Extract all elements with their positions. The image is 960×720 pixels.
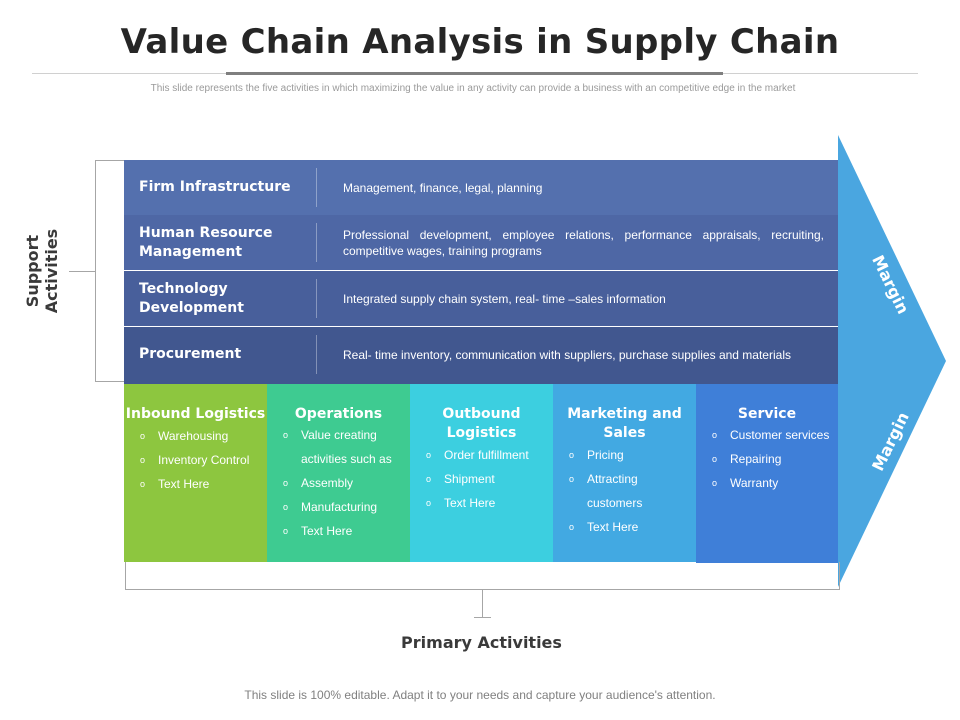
bullet-icon: o — [140, 431, 146, 441]
bullet-icon: o — [283, 430, 289, 440]
support-row: Technology Development Integrated supply … — [124, 271, 838, 326]
bullet-icon: o — [712, 454, 718, 464]
list-item: o Text Here — [426, 491, 553, 515]
list-item-text: Shipment — [444, 472, 495, 486]
list-item-text: Assembly — [301, 476, 354, 490]
support-row-divider — [316, 223, 317, 262]
list-item: o Inventory Control — [140, 448, 267, 472]
primary-activity-column: Operations o Value creating activities suc… — [267, 384, 410, 562]
list-item-text: Inventory Control — [158, 453, 250, 467]
support-bracket — [95, 160, 125, 382]
list-item: o Manufacturing — [283, 495, 410, 519]
primary-activity-title: Marketing and Sales — [567, 406, 682, 441]
list-item-text: Text Here — [444, 496, 496, 510]
support-row-description: Management, finance, legal, planning — [343, 180, 543, 195]
bullet-icon: o — [569, 522, 575, 532]
list-item: o Warehousing — [140, 424, 267, 448]
list-item: o Shipment — [426, 467, 553, 491]
bullet-icon: o — [569, 474, 575, 484]
bullet-icon: o — [140, 479, 146, 489]
list-item-text: Warehousing — [158, 429, 229, 443]
list-item: o Assembly — [283, 471, 410, 495]
primary-activity-title: Outbound Logistics — [442, 406, 521, 441]
margin-arrow — [838, 135, 946, 587]
list-item-text: Text Here — [587, 520, 639, 534]
list-item-text: Text Here — [158, 477, 210, 491]
margin-arrow-shape — [838, 135, 946, 587]
support-row-description: Professional development, employee relat… — [343, 227, 824, 258]
bullet-icon: o — [712, 430, 718, 440]
support-row-name: Firm Infrastructure — [139, 179, 291, 195]
list-item: o Order fulfillment — [426, 443, 553, 467]
support-row-description: Integrated supply chain system, real- ti… — [343, 291, 666, 306]
primary-activities-label: Primary Activities — [401, 633, 562, 652]
list-item-text: Warranty — [730, 476, 779, 490]
bullet-icon: o — [283, 502, 289, 512]
list-item-text: Repairing — [730, 452, 782, 466]
list-item-text: Manufacturing — [301, 500, 378, 514]
list-item: o Warranty — [712, 471, 838, 495]
support-row: Procurement Real- time inventory, communi… — [124, 327, 838, 384]
primary-bracket — [125, 562, 840, 590]
list-item-text: Text Here — [301, 524, 353, 538]
support-row-divider — [316, 279, 317, 318]
list-item: o Value creating activities such as — [283, 423, 410, 471]
bullet-icon: o — [712, 478, 718, 488]
list-item-text: Order fulfillment — [444, 448, 529, 462]
list-item-text: Value creating activities such as — [301, 428, 392, 466]
bullet-icon: o — [283, 526, 289, 536]
bullet-icon: o — [569, 450, 575, 460]
primary-activity-title: Operations — [294, 406, 383, 422]
support-row-divider — [316, 168, 317, 207]
primary-activity-title: Service — [737, 406, 797, 422]
support-activities-label: Support Activities — [23, 228, 61, 314]
bullet-icon: o — [426, 498, 432, 508]
support-row-name: Human Resource Management — [139, 224, 273, 260]
bullet-icon: o — [283, 478, 289, 488]
list-item: o Text Here — [569, 515, 696, 539]
bullet-icon: o — [426, 474, 432, 484]
primary-bracket-tick — [482, 590, 483, 617]
slide-subtitle: This slide represents the five activitie… — [150, 83, 796, 94]
slide-title: Value Chain Analysis in Supply Chain — [120, 22, 840, 62]
list-item-text: Attracting customers — [587, 472, 643, 510]
list-item: o Customer services — [712, 423, 838, 447]
list-item: o Repairing — [712, 447, 838, 471]
support-row: Human Resource Management Professional de… — [124, 215, 838, 270]
list-item-text: Customer services — [730, 428, 830, 442]
list-item: o Pricing — [569, 443, 696, 467]
primary-activity-title: Inbound Logistics — [125, 406, 266, 422]
list-item: o Text Here — [140, 472, 267, 496]
list-item: o Attracting customers — [569, 467, 696, 515]
footer-note: This slide is 100% editable. Adapt it to… — [244, 688, 716, 702]
title-accent-bar — [226, 72, 723, 75]
support-row: Firm Infrastructure Management, finance, … — [124, 160, 838, 215]
support-row-description: Real- time inventory, communication with… — [343, 347, 791, 362]
bullet-icon: o — [140, 455, 146, 465]
support-row-name: Procurement — [139, 346, 242, 362]
support-row-divider — [316, 335, 317, 374]
support-row-name: Technology Development — [139, 280, 244, 316]
list-item: o Text Here — [283, 519, 410, 543]
list-item-text: Pricing — [587, 448, 624, 462]
bullet-icon: o — [426, 450, 432, 460]
primary-bracket-cap — [474, 617, 491, 618]
primary-activity-list: o Value creating activities such as o Asse… — [267, 423, 410, 543]
support-bracket-tick — [69, 271, 96, 272]
